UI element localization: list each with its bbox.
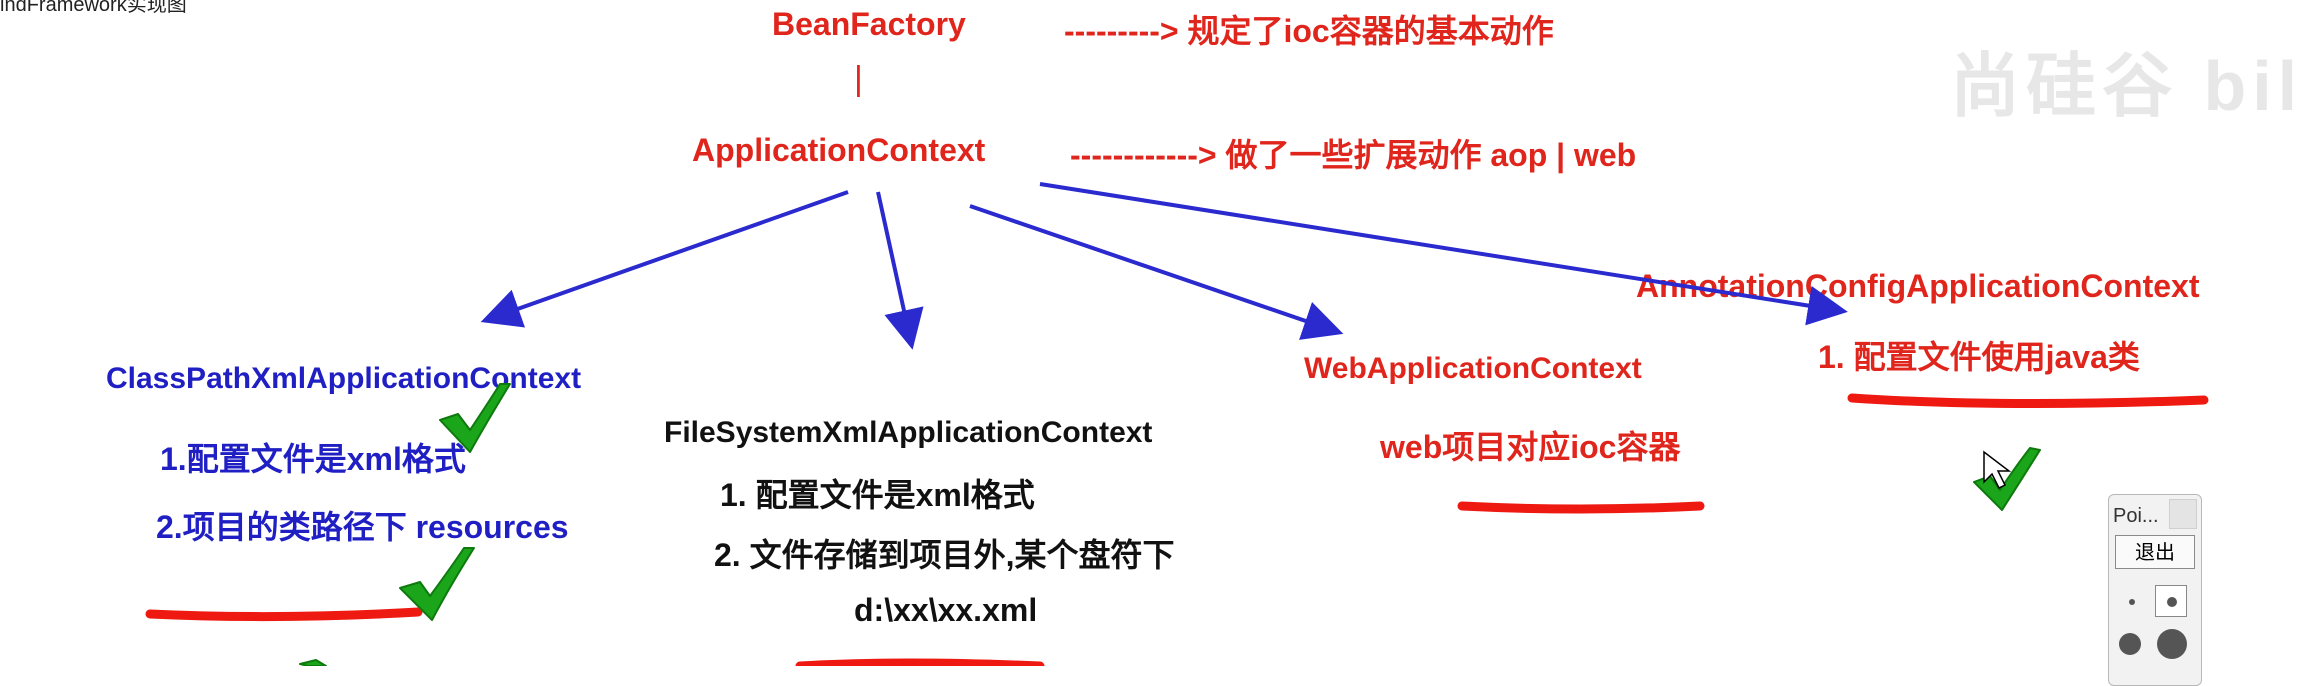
underline-classpath [145,607,423,622]
checkmark-bottom-partial [299,659,327,666]
bean-factory-description: ---------> 规定了ioc容器的基本动作 [1064,13,1554,49]
video-watermark: 尚硅谷 bilibili [1950,47,2307,125]
bean-factory-label: BeanFactory [772,6,966,42]
checkmark-classpath-resources [399,547,475,621]
pen-size-large-dot[interactable] [2157,629,2187,659]
filesystem-line-2: 2. 文件存储到项目外,某个盘符下 [714,537,1175,573]
hierarchy-pipe: | [854,60,863,98]
web-context-title: WebApplicationContext [1304,352,1642,385]
arrow-to-web [969,204,1344,340]
application-context-description: ------------> 做了一些扩展动作 aop | web [1070,137,1637,173]
filesystem-line-1: 1. 配置文件是xml格式 [720,477,1035,513]
annotation-line-1: 1. 配置文件使用java类 [1818,339,2140,375]
underline-web [1457,501,1705,514]
classpath-line-1: 1.配置文件是xml格式 [160,441,466,477]
web-context-line-1: web项目对应ioc容器 [1380,429,1681,465]
filesystem-line-3: d:\xx\xx.xml [854,592,1038,628]
mouse-cursor-icon [1983,450,2012,490]
pen-size-medium-dot[interactable] [2119,633,2141,655]
pointer-panel-color-swatch[interactable] [2169,499,2197,529]
application-context-label: ApplicationContext [692,132,986,168]
pen-size-small-button[interactable] [2155,585,2187,617]
arrow-to-filesystem [876,191,924,350]
window-title: indFramework实现图 [0,0,187,16]
pointer-panel-title: Poi... [2113,505,2159,527]
pen-size-tiny-dot[interactable] [2129,599,2135,605]
underline-annotation [1847,393,2209,409]
pen-size-small-dot [2167,597,2177,607]
filesystem-context-title: FileSystemXmlApplicationContext [664,416,1153,449]
annotation-context-title: AnnotationConfigApplicationContext [1636,268,2200,304]
classpath-context-title: ClassPathXmlApplicationContext [106,362,582,395]
checkmark-annotation [1973,447,2041,511]
classpath-line-2: 2.项目的类路径下 resources [156,509,569,545]
exit-button[interactable]: 退出 [2115,535,2195,569]
pointer-tool-panel: Poi... 退出 [2108,494,2202,686]
arrow-to-classpath [480,190,849,328]
